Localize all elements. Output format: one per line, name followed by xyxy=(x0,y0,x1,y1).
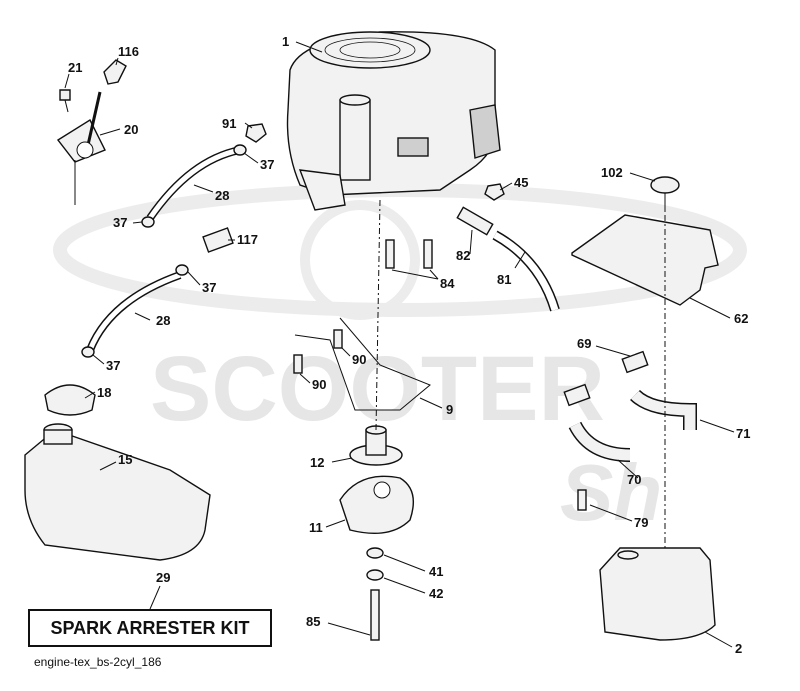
callout-2: 2 xyxy=(735,641,742,656)
throttle-assembly[interactable] xyxy=(56,59,127,205)
callout-29: 29 xyxy=(156,570,170,585)
spark-arrester-kit-box[interactable]: SPARK ARRESTER KIT xyxy=(28,609,272,647)
washer-part-41[interactable] xyxy=(366,547,384,559)
bolt-part-90[interactable] xyxy=(293,329,343,374)
callout-90-a: 90 xyxy=(352,352,366,367)
control-cable-part-9[interactable] xyxy=(294,317,431,411)
callout-62: 62 xyxy=(734,311,748,326)
callout-37-b: 37 xyxy=(113,215,127,230)
callout-9: 9 xyxy=(446,402,453,417)
hose-part-81[interactable] xyxy=(492,230,560,312)
bolt-part-45[interactable] xyxy=(484,183,505,201)
callout-70: 70 xyxy=(627,472,641,487)
callout-1: 1 xyxy=(282,34,289,49)
screw-part-21 xyxy=(59,89,71,101)
spark-arrester-kit-label: SPARK ARRESTER KIT xyxy=(50,617,250,638)
watermark-text: SCOOTER xyxy=(150,338,605,440)
heat-shield-part-62[interactable] xyxy=(571,214,719,306)
callout-79: 79 xyxy=(634,515,648,530)
washer-part-42[interactable] xyxy=(366,569,384,581)
bolts-part-84[interactable] xyxy=(385,239,433,269)
fuel-tank-part-15[interactable] xyxy=(24,423,211,561)
callout-20: 20 xyxy=(124,122,138,137)
callout-37-c: 37 xyxy=(202,280,216,295)
callout-85: 85 xyxy=(306,614,320,629)
fuel-hose-lower-part-28[interactable] xyxy=(86,271,182,352)
gasket-part-69[interactable] xyxy=(563,350,649,407)
callout-42: 42 xyxy=(429,586,443,601)
knob-part-116 xyxy=(103,59,127,85)
callout-labels: 1 116 21 20 91 37 28 37 117 37 28 37 45 … xyxy=(68,34,750,656)
callout-91: 91 xyxy=(222,116,236,131)
knob-part-102[interactable] xyxy=(650,176,680,212)
muffler-part-2[interactable] xyxy=(599,547,716,641)
engine-part-1[interactable] xyxy=(286,31,501,211)
fuel-hose-upper-part-28[interactable] xyxy=(146,146,241,221)
leader-lines xyxy=(64,41,735,648)
callout-28-b: 28 xyxy=(156,313,170,328)
callout-37-d: 37 xyxy=(106,358,120,373)
exhaust-pipe-part-70[interactable] xyxy=(568,421,631,462)
callout-71: 71 xyxy=(736,426,750,441)
bolt-part-79[interactable] xyxy=(577,489,587,511)
callout-117: 117 xyxy=(237,232,258,247)
callout-41: 41 xyxy=(429,564,443,579)
fuel-filter-part-117[interactable] xyxy=(202,227,234,253)
diagram-code: engine-tex_bs-2cyl_186 xyxy=(34,655,162,669)
electric-clutch-part-11[interactable] xyxy=(339,475,414,535)
callout-102: 102 xyxy=(601,165,623,180)
callout-116: 116 xyxy=(118,44,139,59)
callout-12: 12 xyxy=(310,455,324,470)
callout-11: 11 xyxy=(309,520,323,535)
bolt-part-85[interactable] xyxy=(370,589,380,641)
callout-28-a: 28 xyxy=(215,188,229,203)
centerline-engine xyxy=(375,199,381,431)
pulley-part-12[interactable] xyxy=(349,425,403,466)
callout-18: 18 xyxy=(97,385,111,400)
callout-82: 82 xyxy=(456,248,470,263)
callout-21: 21 xyxy=(68,60,82,75)
callout-15: 15 xyxy=(118,452,132,467)
watermark-script: Sh xyxy=(560,448,662,537)
callout-69: 69 xyxy=(577,336,591,351)
callout-84: 84 xyxy=(440,276,455,291)
callout-45: 45 xyxy=(514,175,528,190)
callout-37-a: 37 xyxy=(260,157,274,172)
callout-90-b: 90 xyxy=(312,377,326,392)
fitting-part-82[interactable] xyxy=(456,206,494,236)
callout-81: 81 xyxy=(497,272,511,287)
exhaust-pipe-part-71[interactable] xyxy=(630,389,697,430)
nut-part-91[interactable] xyxy=(245,123,267,143)
fuel-cap-part-18[interactable] xyxy=(44,384,96,416)
